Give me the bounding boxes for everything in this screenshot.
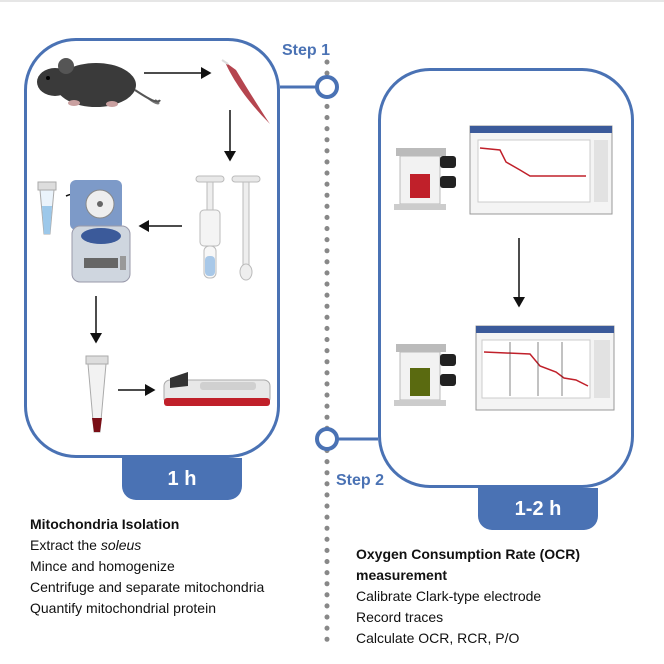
step1-node [315, 75, 339, 99]
trace-chart-icon [469, 125, 613, 215]
step2-node [315, 427, 339, 451]
oxygraph-icon [394, 344, 456, 406]
step2-label: Step 2 [336, 472, 385, 489]
step1-duration-badge: 1 h [122, 458, 242, 500]
step2-duration: 1-2 h [514, 497, 562, 520]
isolation-description: Mitochondria Isolation Extract the soleu… [30, 514, 264, 619]
pellet-tube-icon [85, 355, 109, 433]
isolation-step-3: Centrifuge and separate mitochondria [30, 579, 265, 595]
step1-label: Step 1 [282, 42, 331, 59]
isolation-step-2: Mince and homogenize [30, 558, 175, 574]
isolation-step-1: Extract the soleus [30, 535, 264, 556]
centrifuge-icon [70, 180, 131, 283]
homogenizer-icon [195, 175, 261, 281]
mouse-icon [37, 58, 161, 107]
ocr-step-1: Calibrate Clark-type electrode [356, 588, 542, 604]
isolation-step-1-italic: soleus [100, 537, 142, 553]
step1-duration: 1 h [167, 467, 197, 490]
muscle-icon [221, 59, 270, 124]
oxygraph-icon [394, 148, 456, 210]
ocr-description: Oxygen Consumption Rate (OCR) measuremen… [356, 544, 580, 649]
ocr-step-2: Record traces [356, 609, 444, 625]
isolation-heading: Mitochondria Isolation [30, 516, 180, 532]
top-divider [0, 0, 664, 2]
step2-duration-badge: 1-2 h [478, 488, 598, 530]
ocr-step-3: Calculate OCR, RCR, P/O [356, 630, 520, 646]
isolation-step-1-text: Extract the [30, 537, 101, 553]
trace-chart-icon [475, 325, 615, 411]
isolation-step-4: Quantify mitochondrial protein [30, 600, 216, 616]
spectrophotometer-icon [163, 372, 271, 406]
ocr-heading-1: Oxygen Consumption Rate (OCR) [356, 546, 581, 562]
ocr-heading-2: measurement [356, 567, 448, 583]
tube-icon [37, 181, 57, 235]
